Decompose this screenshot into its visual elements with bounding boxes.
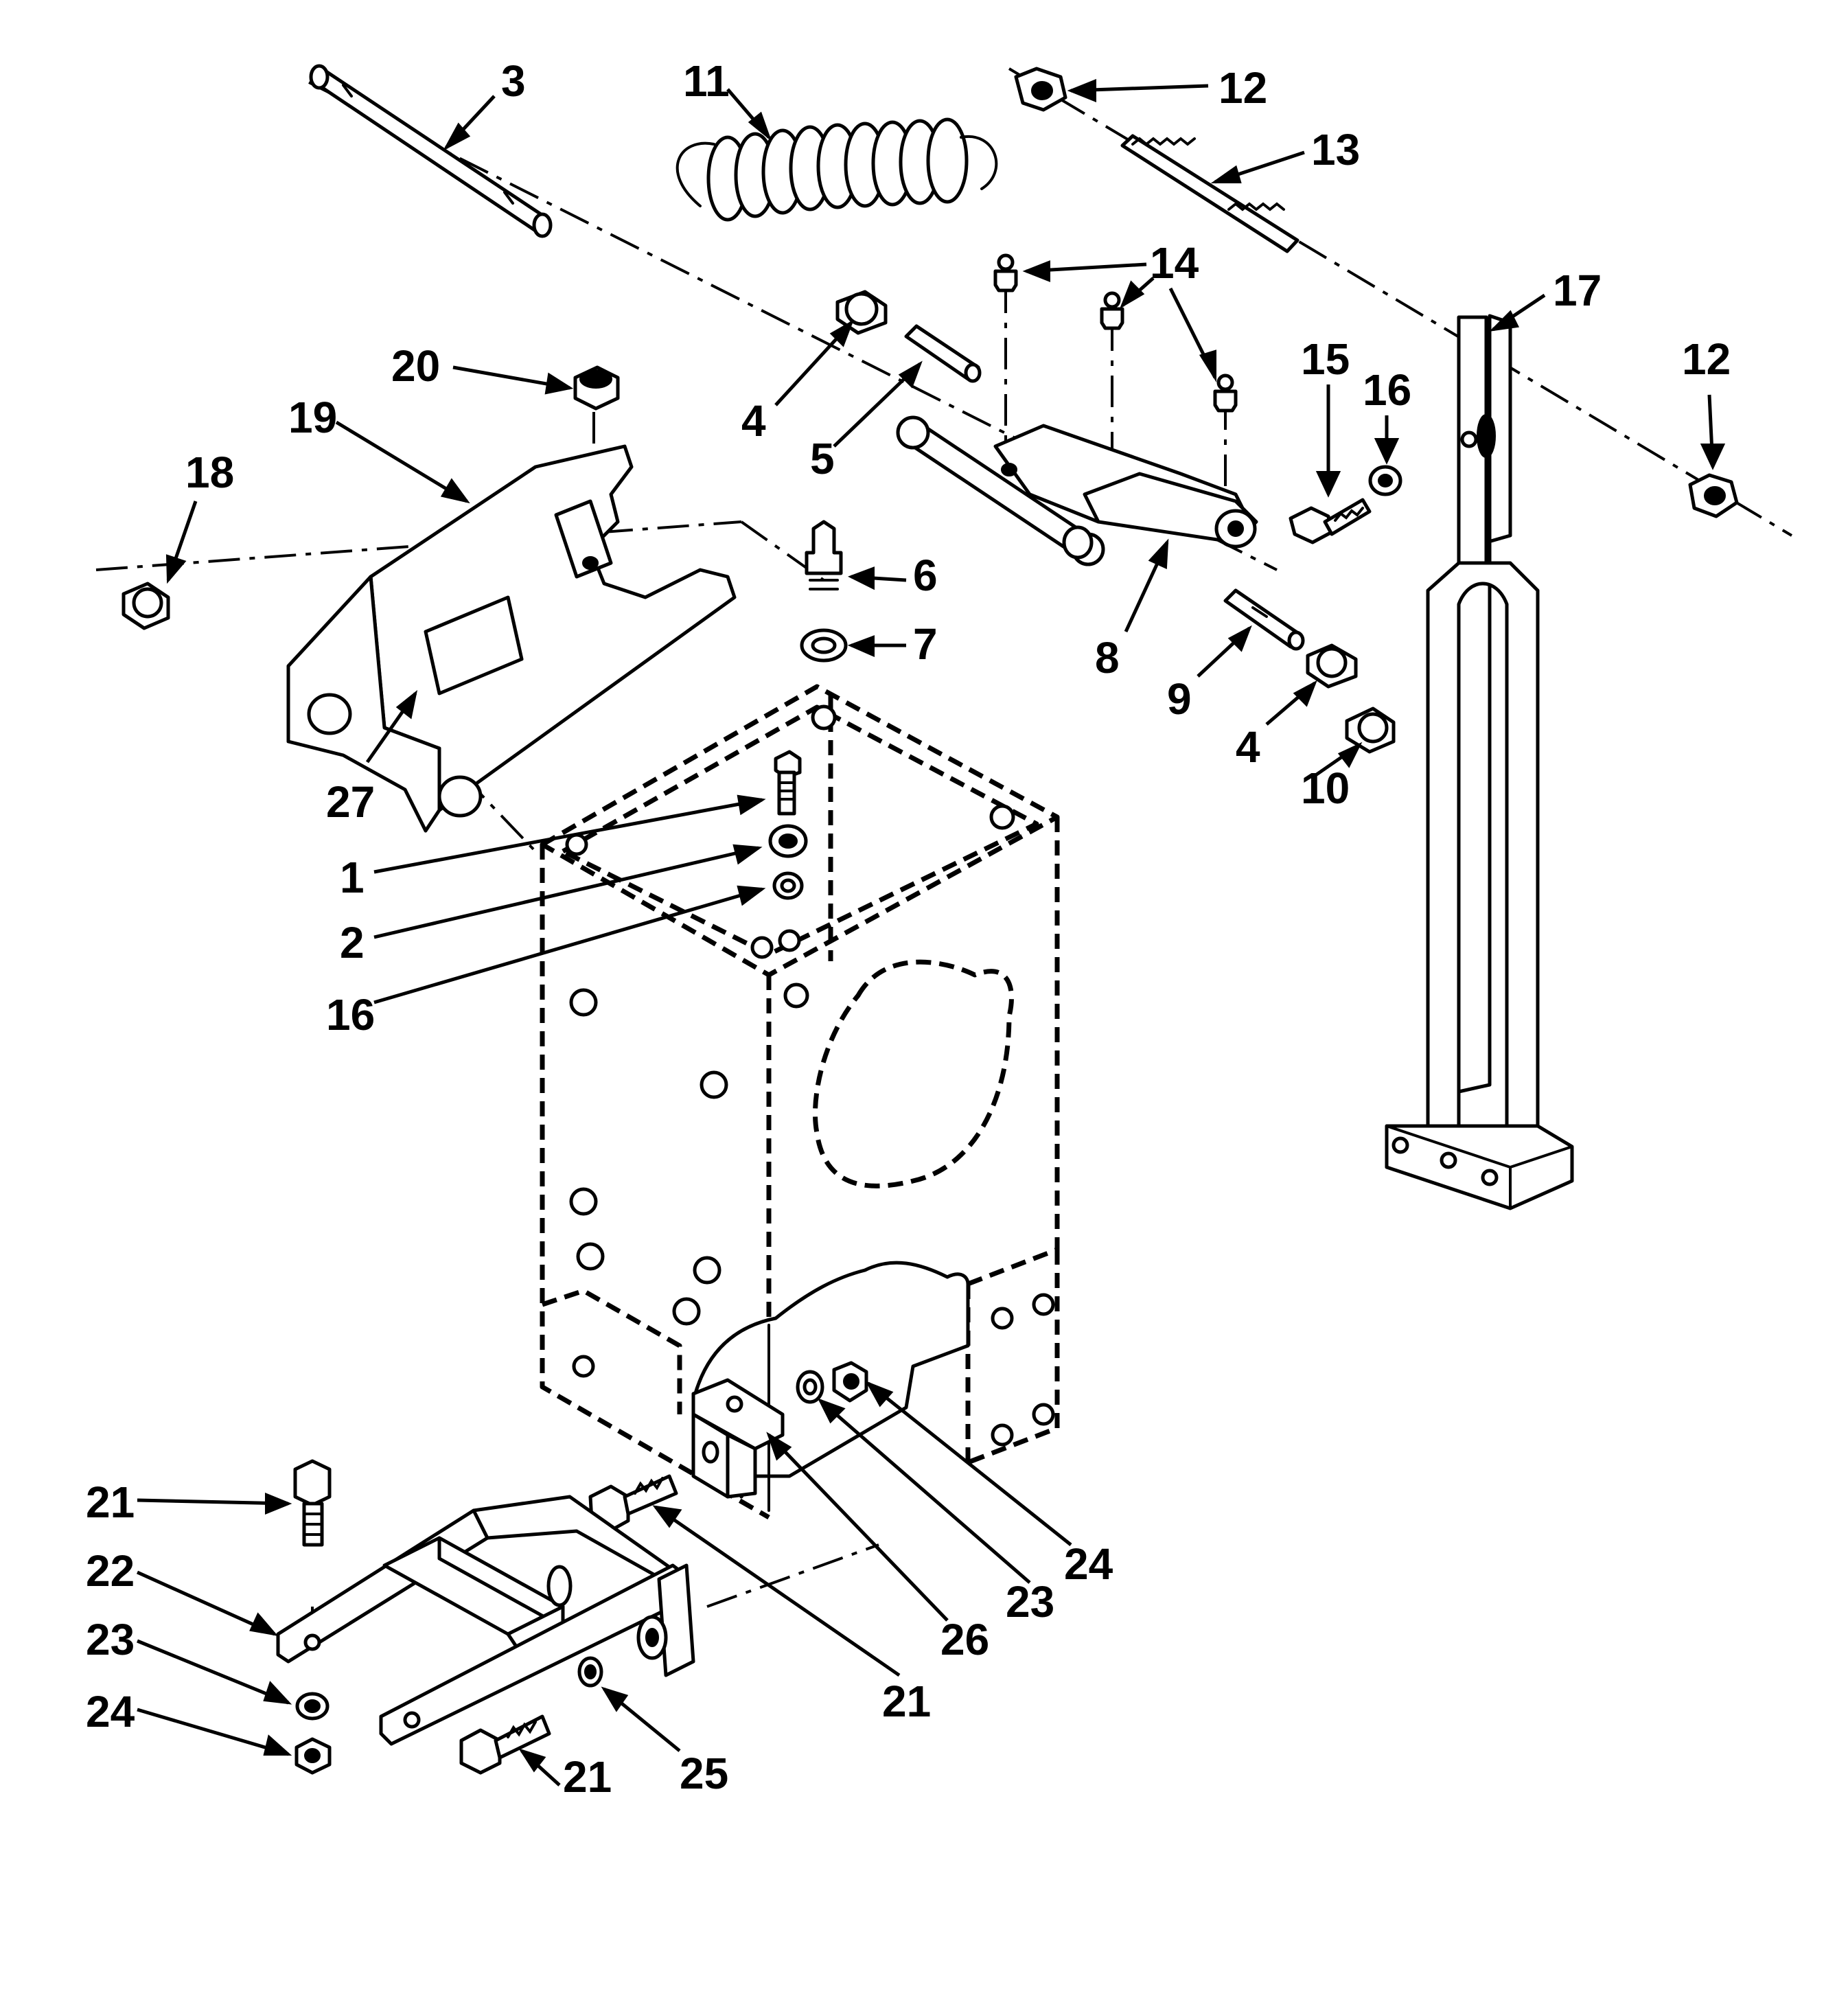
nut-part-24-upper — [832, 1361, 868, 1403]
shaft-part-3 — [309, 64, 553, 238]
fork-lever-part-17 — [1385, 314, 1574, 1210]
callout-24-right: 24 — [1064, 1539, 1113, 1589]
lockwasher-part-16-right — [1368, 465, 1402, 496]
callout-5: 5 — [810, 434, 835, 483]
callout-18: 18 — [185, 448, 234, 497]
bushing-part-4-bottom — [1306, 643, 1358, 689]
callout-labels: 3 11 12 13 14 17 15 16 12 20 19 18 4 5 6… — [86, 56, 1731, 1802]
callout-24-left: 24 — [86, 1687, 135, 1736]
screw-part-1 — [774, 750, 802, 816]
callout-23-right: 23 — [1006, 1577, 1054, 1627]
callout-27: 27 — [326, 777, 375, 827]
bushing-part-10 — [1345, 706, 1396, 754]
bolt-part-15 — [1289, 498, 1372, 544]
callout-16-left: 16 — [326, 990, 375, 1039]
callout-10: 10 — [1301, 763, 1350, 813]
pin-part-5 — [904, 324, 982, 383]
angle-bracket-part-26 — [691, 1378, 785, 1499]
washer-part-23-upper — [796, 1370, 824, 1404]
callout-21-middle: 21 — [882, 1677, 931, 1726]
grease-fitting-part-14 — [993, 253, 1238, 413]
bracket-part-19 — [286, 444, 737, 833]
bushing-part-20 — [573, 365, 620, 411]
washer-part-7 — [800, 628, 848, 663]
arrowheads — [165, 79, 1726, 1773]
pin-part-9 — [1223, 588, 1305, 651]
callout-8: 8 — [1095, 633, 1120, 682]
lockwasher-part-16-left — [772, 871, 804, 900]
bolt-part-21-vertical — [293, 1459, 332, 1547]
callout-22: 22 — [86, 1546, 135, 1596]
bolt-part-21-lower — [459, 1714, 551, 1775]
callout-7: 7 — [913, 619, 938, 669]
mount-bracket-part-22 — [276, 1495, 695, 1746]
callout-12-right: 12 — [1682, 334, 1731, 384]
callout-12-top: 12 — [1218, 63, 1267, 113]
washer-part-23-lower — [295, 1692, 330, 1721]
callout-23-left: 23 — [86, 1615, 135, 1664]
callout-4-top: 4 — [741, 396, 766, 446]
callout-4-bottom: 4 — [1236, 722, 1260, 772]
callout-26: 26 — [940, 1615, 989, 1664]
stud-part-13 — [1120, 134, 1300, 253]
callout-16-right: 16 — [1363, 365, 1411, 415]
callout-13: 13 — [1311, 125, 1360, 174]
callout-9: 9 — [1167, 674, 1192, 724]
nut-part-12-right — [1688, 473, 1739, 518]
callout-14: 14 — [1150, 238, 1199, 288]
callout-1: 1 — [340, 853, 365, 902]
callout-2: 2 — [340, 918, 365, 967]
callout-11: 11 — [683, 56, 730, 106]
lockwasher-part-25 — [577, 1656, 603, 1688]
callout-21-left: 21 — [86, 1478, 135, 1527]
callout-15: 15 — [1301, 334, 1350, 384]
nut-part-12-top — [1014, 67, 1067, 112]
spring-part-11 — [675, 117, 998, 222]
fitting-part-6 — [805, 520, 843, 590]
callout-21-bottom: 21 — [563, 1752, 612, 1802]
lever-assembly-part-8 — [896, 415, 1258, 566]
callout-3: 3 — [501, 56, 526, 106]
callout-17: 17 — [1553, 266, 1602, 315]
callout-20: 20 — [391, 341, 440, 391]
callout-6: 6 — [913, 551, 938, 600]
washer-part-2 — [768, 824, 808, 858]
callout-19: 19 — [288, 393, 337, 442]
nut-part-24-lower — [294, 1737, 332, 1775]
bushing-part-18 — [122, 582, 170, 630]
callout-25: 25 — [680, 1749, 728, 1798]
